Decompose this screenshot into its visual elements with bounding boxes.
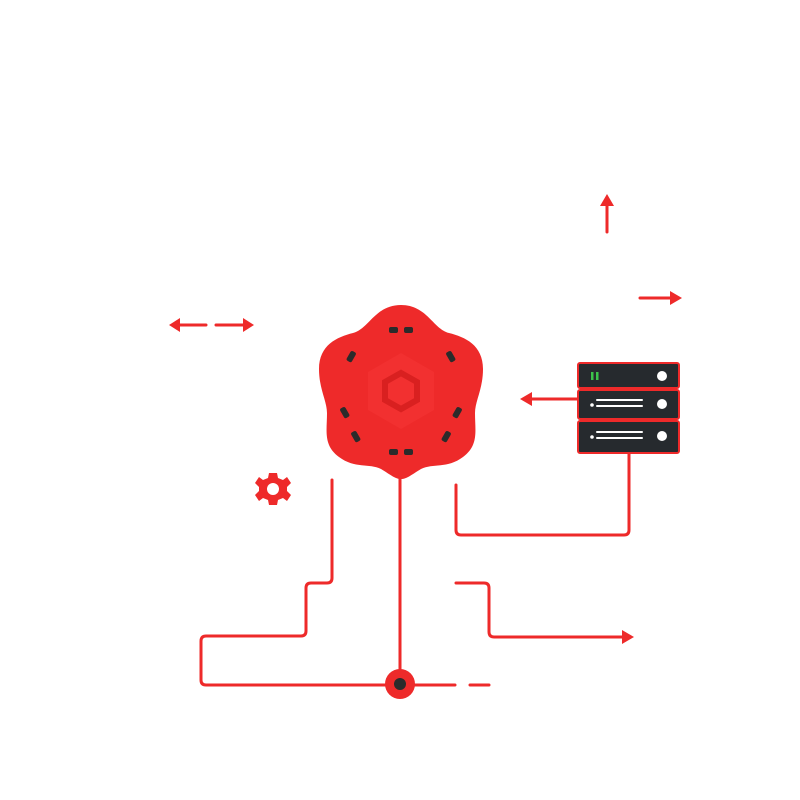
- server-to-hub-arrow: [520, 392, 580, 406]
- gear-hub-icon: [319, 305, 483, 479]
- server-unit-2: [577, 389, 680, 420]
- small-gear-icon: [255, 473, 291, 505]
- bidirectional-arrow-icon: [169, 318, 254, 332]
- junction-node-icon: [385, 669, 415, 699]
- right-arrow-icon: [638, 291, 682, 305]
- server-link-path: [454, 450, 631, 537]
- server-rack-icon: [577, 362, 680, 454]
- left-route-path: [199, 478, 390, 687]
- connector-lines: [199, 450, 631, 687]
- server-unit-1: [577, 362, 680, 389]
- right-route-path: [454, 581, 626, 639]
- server-unit-3: [577, 420, 680, 454]
- hub-pins: [340, 327, 462, 455]
- up-arrow-icon: [600, 194, 614, 234]
- right-route-arrowhead: [622, 630, 634, 644]
